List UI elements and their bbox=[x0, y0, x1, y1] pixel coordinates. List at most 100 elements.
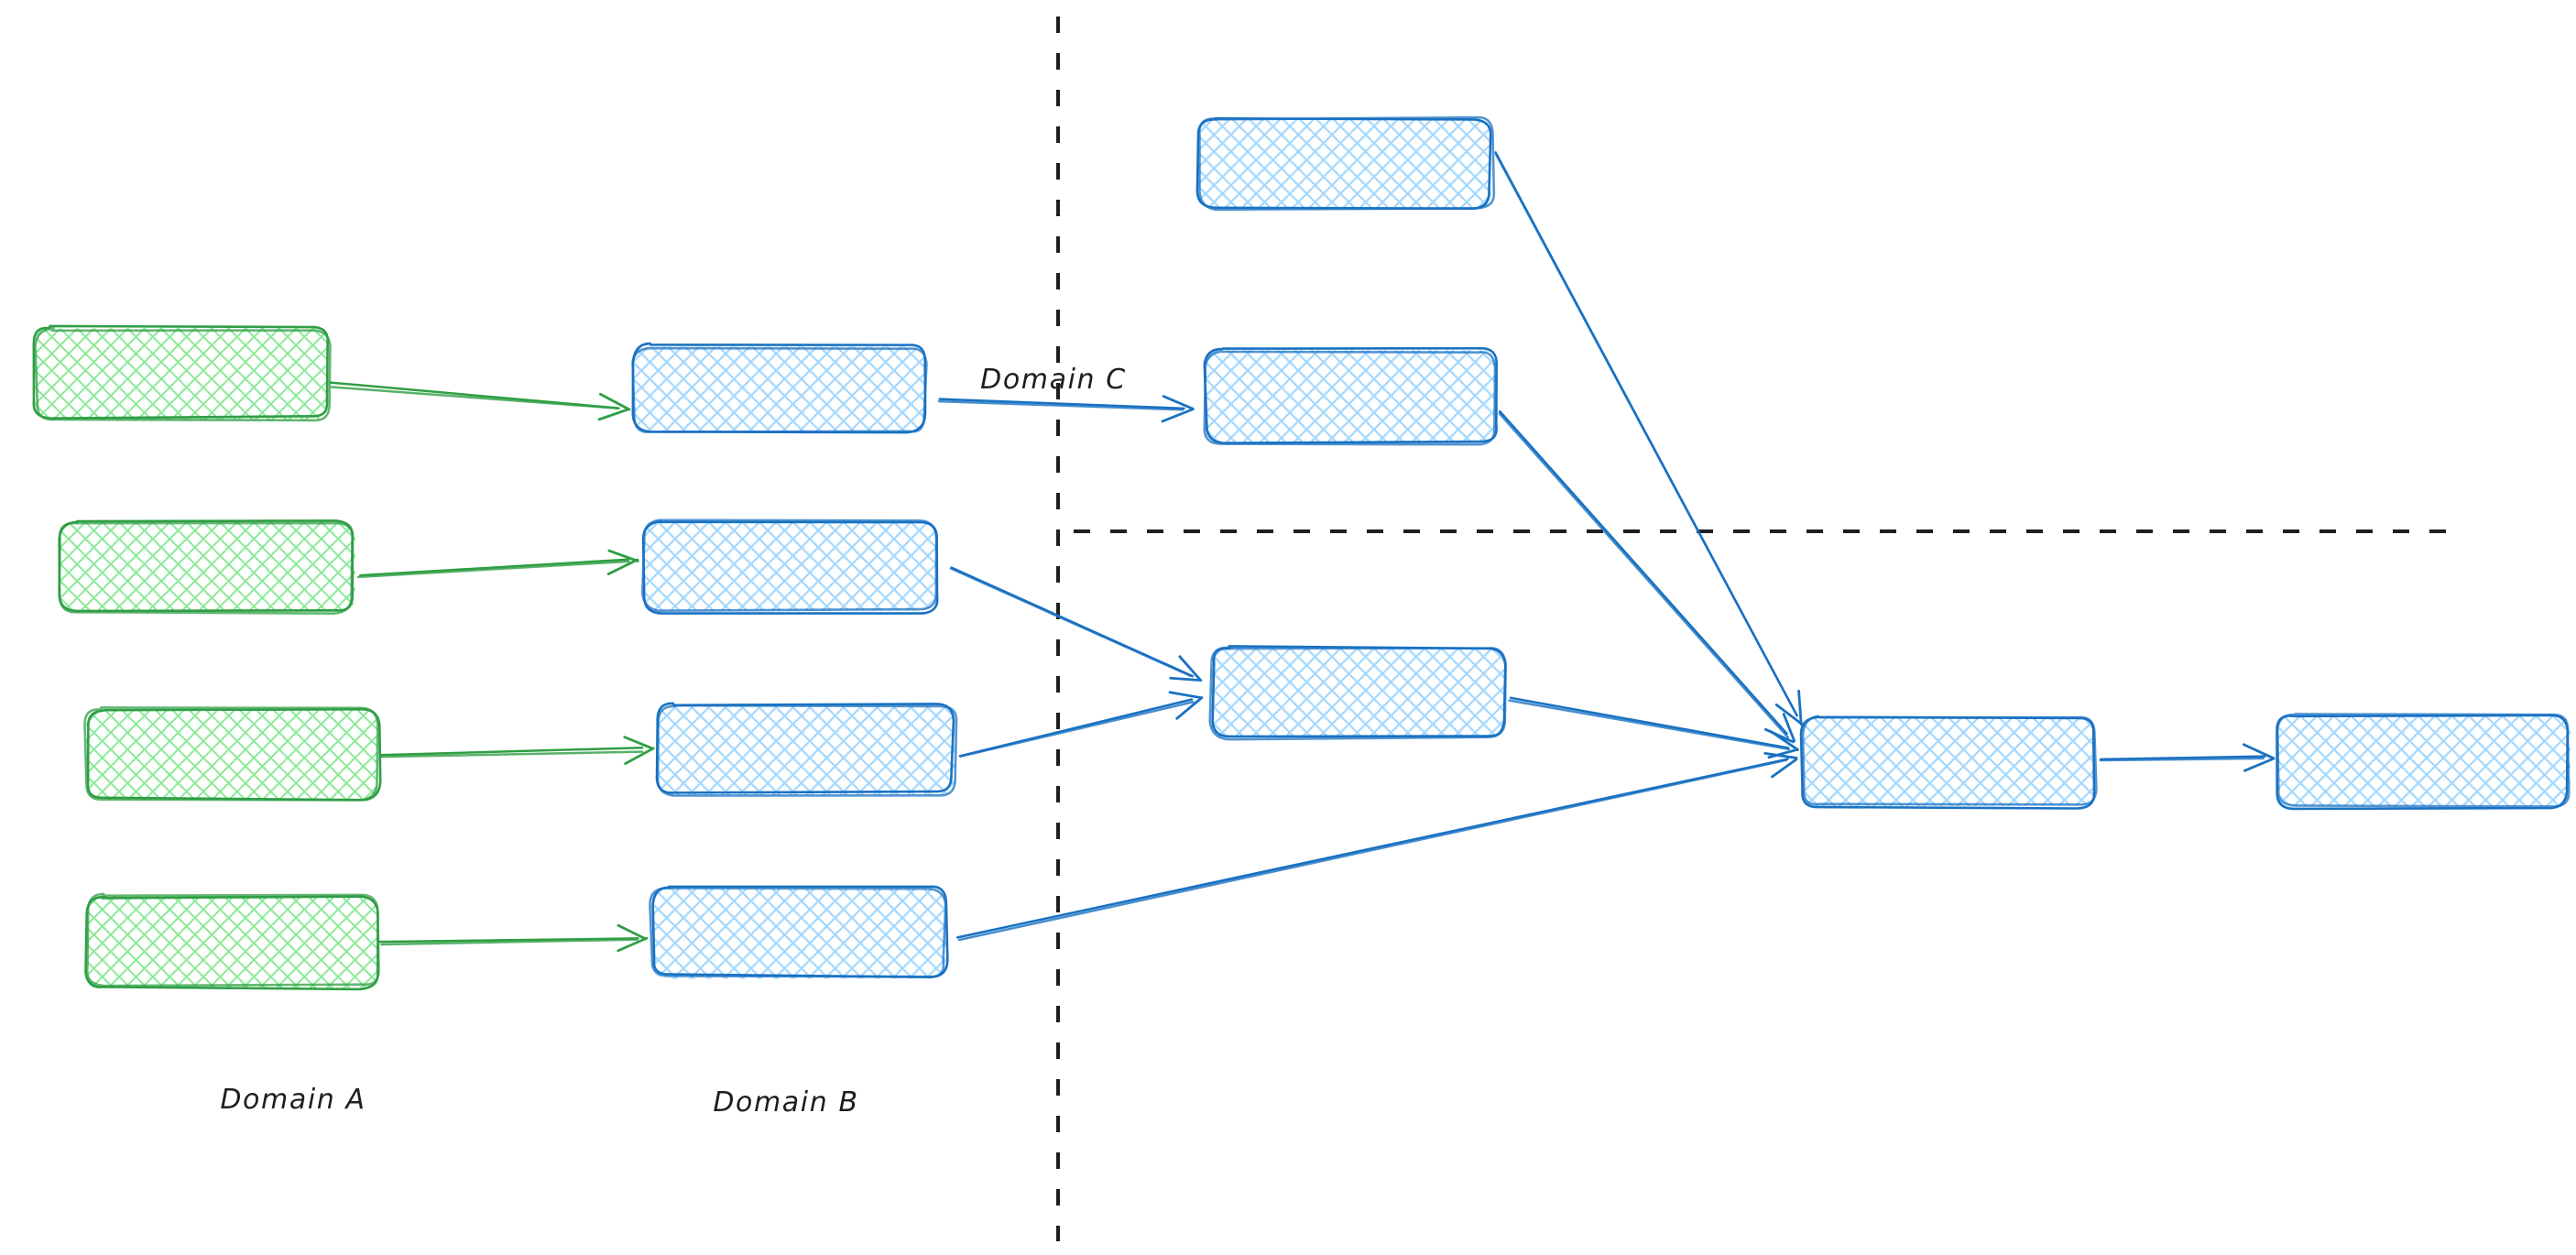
node-fill-hatch-b bbox=[1204, 349, 1497, 442]
edge-e4 bbox=[378, 923, 649, 953]
edge-line bbox=[1508, 699, 1791, 751]
node-c3[interactable] bbox=[1208, 645, 1507, 741]
edge-line bbox=[330, 386, 619, 410]
edge-arrowhead bbox=[1774, 703, 1804, 726]
node-out[interactable] bbox=[2276, 713, 2571, 811]
node-b4[interactable] bbox=[649, 885, 949, 979]
edge-line bbox=[380, 750, 644, 758]
node-fill-hatch-b bbox=[60, 521, 355, 613]
node-outline bbox=[631, 346, 928, 433]
node-outline bbox=[83, 706, 379, 802]
edge-line bbox=[380, 938, 639, 946]
edge-e8 bbox=[955, 752, 1798, 942]
edge-arrowhead bbox=[617, 936, 649, 953]
label-domain-b: Domain B bbox=[713, 1086, 858, 1119]
node-fill-hatch-b bbox=[86, 709, 377, 801]
node-a3[interactable] bbox=[83, 706, 382, 802]
node-outline bbox=[1203, 346, 1498, 444]
node-fill-hatch-b bbox=[2278, 715, 2571, 807]
edge-line bbox=[957, 758, 1788, 942]
node-fill-hatch-b bbox=[1210, 648, 1505, 738]
label-layer: Domain A Domain B Domain C bbox=[220, 364, 1127, 1119]
edge-arrowhead bbox=[2243, 757, 2276, 772]
node-fill-hatch-b bbox=[85, 895, 378, 988]
edge-e1 bbox=[329, 381, 631, 421]
node-hub[interactable] bbox=[1799, 715, 2098, 810]
edge-line bbox=[379, 746, 644, 757]
edge-line bbox=[378, 937, 639, 944]
edge-arrowhead bbox=[1168, 691, 1204, 700]
node-b2[interactable] bbox=[640, 518, 939, 615]
edge-e9 bbox=[1494, 151, 1804, 726]
divider-layer bbox=[1056, 16, 2460, 1241]
edge-line bbox=[959, 701, 1195, 758]
edge-arrowhead bbox=[1771, 758, 1798, 779]
node-a4[interactable] bbox=[84, 892, 380, 991]
edge-e5 bbox=[937, 395, 1195, 423]
node-c1[interactable] bbox=[1195, 115, 1496, 212]
node-fill-hatch-b bbox=[658, 704, 955, 796]
node-a1[interactable] bbox=[32, 324, 332, 422]
edge-line bbox=[937, 399, 1184, 411]
label-domain-a: Domain A bbox=[220, 1084, 366, 1116]
node-outline bbox=[1208, 646, 1507, 741]
edge-layer bbox=[329, 151, 2276, 953]
edge-arrowhead bbox=[1767, 748, 1799, 759]
node-a2[interactable] bbox=[58, 519, 355, 615]
edge-line bbox=[1509, 696, 1790, 749]
edge-arrowhead bbox=[1175, 696, 1204, 720]
edge-line bbox=[1499, 409, 1788, 736]
edge-arrowhead bbox=[598, 392, 631, 411]
node-fill-hatch-b bbox=[633, 346, 925, 433]
node-fill-hatch-b bbox=[1803, 715, 2094, 807]
edge-line bbox=[1498, 412, 1790, 739]
edge-e3 bbox=[379, 736, 655, 765]
edge-e11 bbox=[1508, 696, 1799, 759]
node-outline bbox=[85, 892, 380, 988]
edge-e6 bbox=[949, 566, 1203, 682]
node-outline bbox=[656, 704, 958, 797]
node-c2[interactable] bbox=[1203, 346, 1498, 446]
node-fill-hatch-b bbox=[651, 888, 946, 979]
node-fill-hatch-b bbox=[642, 521, 937, 611]
node-outline bbox=[58, 521, 354, 615]
edge-e10 bbox=[1498, 409, 1796, 744]
edge-arrowhead bbox=[1161, 408, 1195, 423]
node-outline bbox=[34, 327, 332, 422]
edge-e12 bbox=[2099, 743, 2276, 772]
edge-line bbox=[938, 398, 1185, 410]
node-outline bbox=[1203, 350, 1497, 446]
edge-arrowhead bbox=[1769, 730, 1799, 751]
edge-line bbox=[356, 560, 630, 579]
edge-line bbox=[359, 558, 630, 577]
edge-line bbox=[949, 567, 1192, 677]
node-outline bbox=[649, 887, 947, 978]
edge-e2 bbox=[356, 549, 639, 579]
node-outline bbox=[1801, 715, 2098, 806]
edge-arrowhead bbox=[1763, 752, 1798, 759]
edge-e7 bbox=[958, 691, 1204, 758]
node-b1[interactable] bbox=[631, 342, 928, 434]
node-b3[interactable] bbox=[655, 702, 958, 797]
edge-arrowhead bbox=[624, 747, 655, 765]
edge-arrowhead bbox=[606, 558, 639, 575]
edge-arrowhead bbox=[1782, 713, 1796, 743]
node-outline bbox=[655, 702, 955, 794]
edge-arrowhead bbox=[617, 923, 648, 941]
edge-line bbox=[2099, 755, 2266, 761]
node-outline bbox=[1198, 115, 1496, 212]
node-fill-hatch-b bbox=[1197, 118, 1491, 210]
edge-arrowhead bbox=[1169, 676, 1203, 682]
label-domain-c: Domain C bbox=[980, 364, 1127, 396]
node-outline bbox=[640, 518, 938, 613]
edge-arrowhead bbox=[597, 408, 629, 421]
node-fill-hatch-b bbox=[34, 327, 329, 420]
edge-arrowhead bbox=[2242, 743, 2276, 760]
edge-arrowhead bbox=[1178, 655, 1202, 682]
node-layer bbox=[32, 115, 2571, 991]
edge-arrowhead bbox=[623, 736, 655, 750]
edge-arrowhead bbox=[1797, 689, 1803, 726]
edge-line bbox=[1495, 153, 1798, 717]
